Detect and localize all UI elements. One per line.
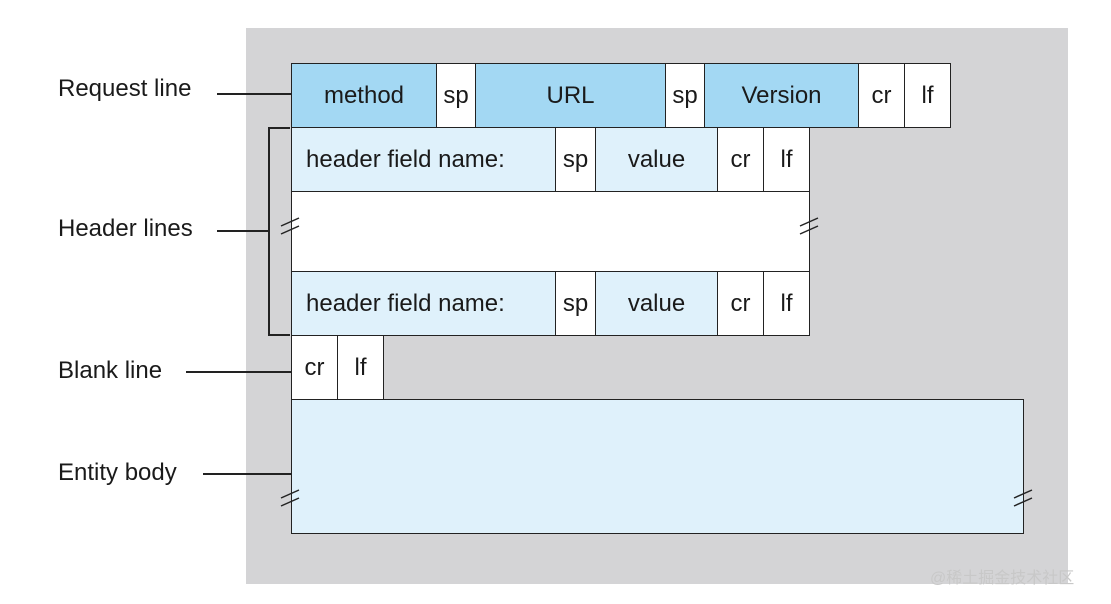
entity-body-box [291, 399, 1024, 534]
connector-header-lines [217, 230, 268, 232]
blank-line-cr: cr [291, 335, 338, 400]
request-sp-2: sp [665, 63, 705, 128]
header-2-lf: lf [763, 271, 810, 336]
header-lines-bracket [268, 127, 270, 335]
connector-blank-line [186, 371, 292, 373]
connector-entity-body [203, 473, 292, 475]
label-entity-body: Entity body [58, 459, 177, 486]
request-sp-1: sp [436, 63, 476, 128]
header-1-lf: lf [763, 127, 810, 192]
connector-request-line [217, 93, 292, 95]
request-version-field: Version [704, 63, 859, 128]
label-header-lines: Header lines [58, 215, 193, 242]
request-method-field: method [291, 63, 437, 128]
header-lines-bracket-top [268, 127, 290, 129]
omitted-header-lines [291, 191, 810, 272]
break-mark-left-header [280, 217, 300, 235]
header-2-field-name: header field name: [291, 271, 556, 336]
header-1-field-name: header field name: [291, 127, 556, 192]
header-1-cr: cr [717, 127, 764, 192]
break-mark-right-header [799, 217, 819, 235]
watermark: @稀土掘金技术社区 [930, 570, 1075, 587]
break-mark-left-body [280, 489, 300, 507]
label-blank-line: Blank line [58, 357, 163, 384]
break-mark-right-body [1013, 489, 1033, 507]
header-2-value: value [595, 271, 718, 336]
header-2-sp: sp [555, 271, 596, 336]
header-2-cr: cr [717, 271, 764, 336]
header-lines-bracket-bottom [268, 334, 290, 336]
header-1-value: value [595, 127, 718, 192]
header-1-sp: sp [555, 127, 596, 192]
request-cr: cr [858, 63, 905, 128]
request-lf: lf [904, 63, 951, 128]
label-request-line: Request line [58, 75, 192, 102]
blank-line-lf: lf [337, 335, 384, 400]
request-url-field: URL [475, 63, 666, 128]
